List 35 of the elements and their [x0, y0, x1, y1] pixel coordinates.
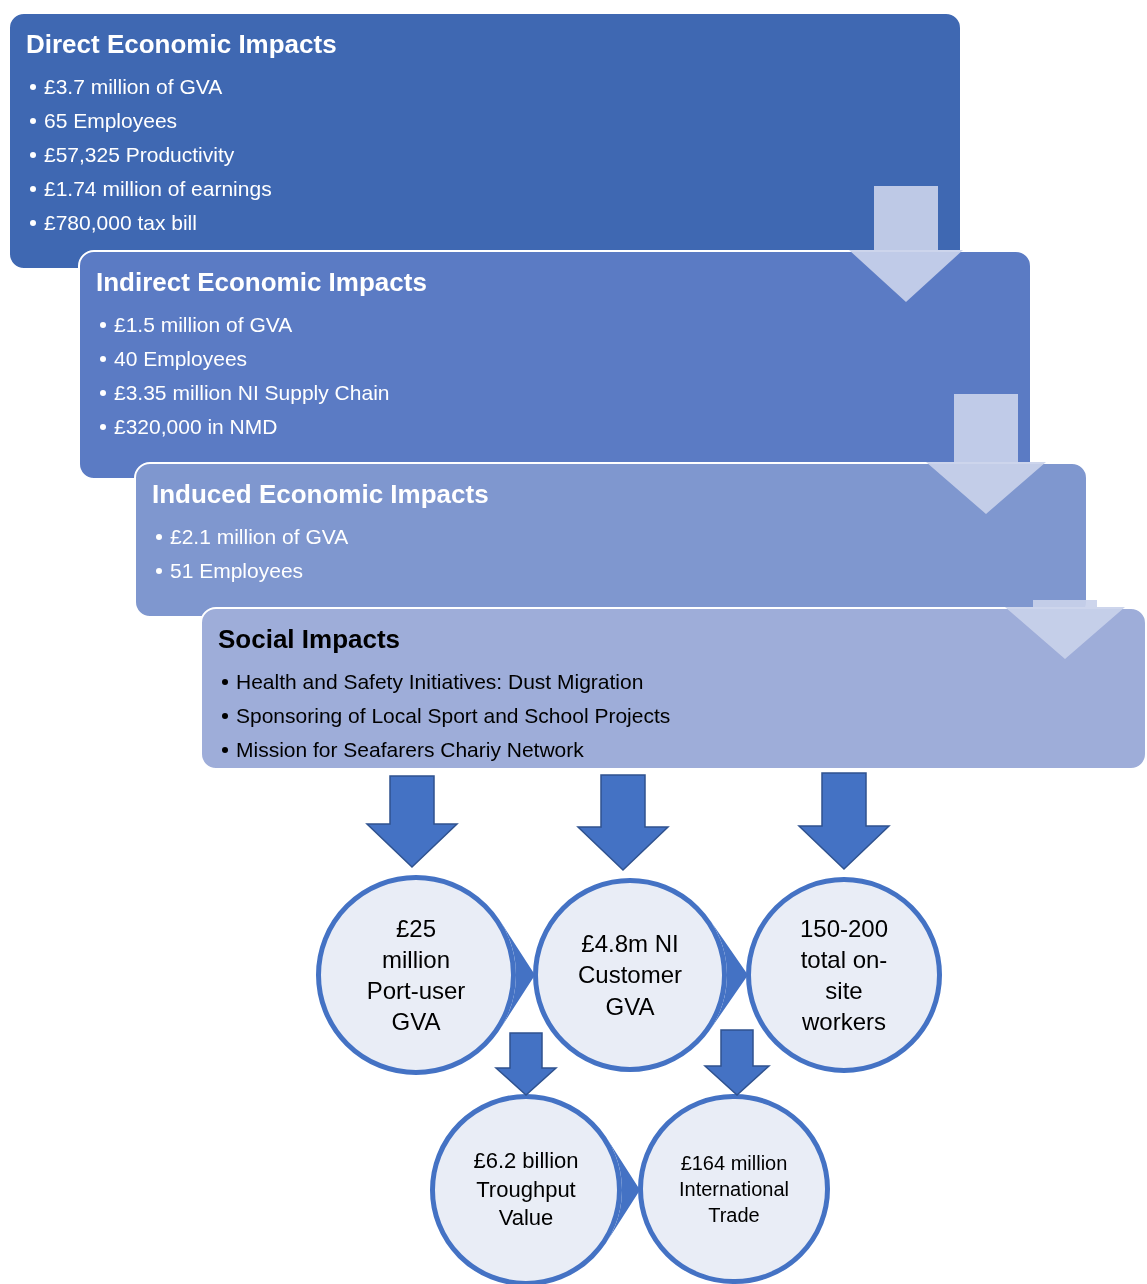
block-arrow	[797, 772, 891, 871]
bullet-item: Health and Safety Initiatives: Dust Migration	[236, 669, 644, 695]
bullet-item: 51 Employees	[170, 558, 304, 584]
bullet-item: £1.5 million of GVA	[114, 312, 293, 338]
bullet-item: 65 Employees	[44, 108, 178, 134]
bullet-item: £57,325 Productivity	[44, 142, 235, 168]
block-arrow	[1005, 600, 1125, 659]
bullet-item: Sponsoring of Local Sport and School Projects	[236, 703, 671, 729]
impact-panel	[200, 607, 1147, 770]
bullet-item: Mission for Seafarers Chariy Network	[236, 737, 584, 763]
chevron-arrow	[709, 919, 748, 1031]
bullet-item: 40 Employees	[114, 346, 248, 372]
bullet-item: £3.7 million of GVA	[44, 74, 223, 100]
block-arrow	[849, 186, 963, 302]
block-arrow	[926, 394, 1046, 514]
panel-heading: Social Impacts	[218, 623, 401, 656]
bullet-item: £320,000 in NMD	[114, 414, 278, 440]
panel-heading: Direct Economic Impacts	[26, 28, 337, 61]
bullet-item: £780,000 tax bill	[44, 210, 197, 236]
block-arrow	[576, 774, 670, 872]
impact-panel	[8, 12, 962, 270]
block-arrow	[365, 775, 459, 869]
circle-text: £164 million International Trade	[677, 1151, 791, 1228]
bullet-item: £1.74 million of earnings	[44, 176, 272, 202]
circle-text: £4.8m NI Customer GVA	[577, 929, 683, 1022]
bullet-item: £3.35 million NI Supply Chain	[114, 380, 390, 406]
circle-text: 150-200 total on-site workers	[798, 913, 890, 1038]
panel-heading: Induced Economic Impacts	[152, 478, 489, 511]
bullet-item: £2.1 million of GVA	[170, 524, 349, 550]
block-arrow	[703, 1029, 771, 1096]
circle-text: £25 million Port-user GVA	[365, 913, 467, 1038]
block-arrow	[494, 1032, 558, 1096]
circle-text: £6.2 billion Troughput Value	[472, 1147, 580, 1233]
impact-panel	[134, 462, 1088, 618]
panel-heading: Indirect Economic Impacts	[96, 266, 427, 299]
